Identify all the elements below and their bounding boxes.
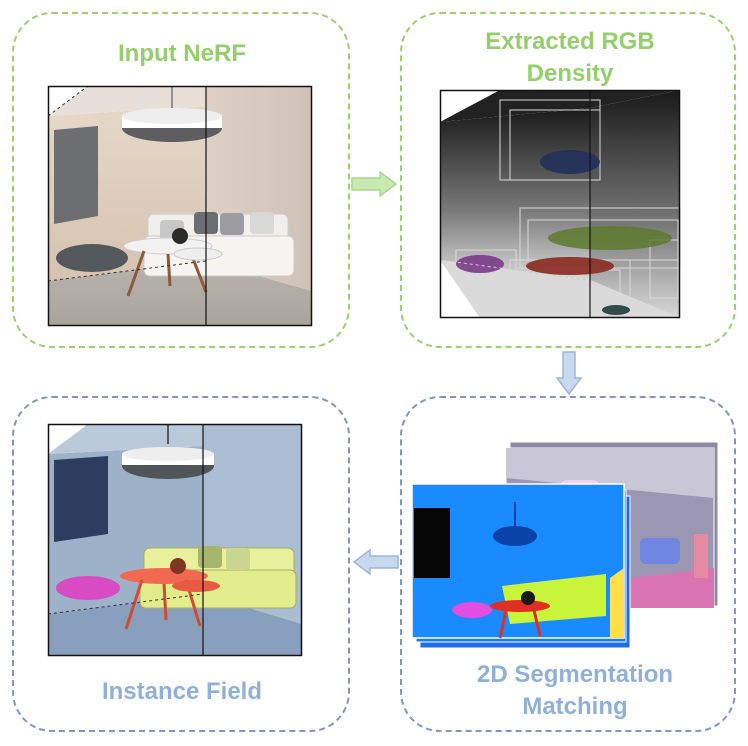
- arrow-left-icon: [352, 548, 399, 576]
- arrow-down-icon: [555, 351, 583, 396]
- panel-segmentation-matching: [400, 396, 736, 732]
- arrow-right-icon: [351, 170, 398, 198]
- input-nerf-room-image: [47, 85, 313, 327]
- title-segmentation-line1: 2D Segmentation: [476, 661, 674, 688]
- title-extracted-line2: Density: [526, 60, 614, 87]
- panel-instance-field: [12, 396, 350, 732]
- instance-field-image: [47, 423, 303, 657]
- panel-input-nerf: [12, 12, 350, 348]
- segmentation-stack-image: [411, 441, 719, 649]
- title-instance-field: Instance Field: [101, 678, 263, 705]
- title-extracted-line1: Extracted RGB: [485, 28, 655, 55]
- panel-extracted-density: [400, 12, 736, 348]
- extracted-density-image: [439, 89, 681, 319]
- title-input-nerf: Input NeRF: [118, 40, 246, 67]
- title-segmentation-line2: Matching: [522, 693, 628, 720]
